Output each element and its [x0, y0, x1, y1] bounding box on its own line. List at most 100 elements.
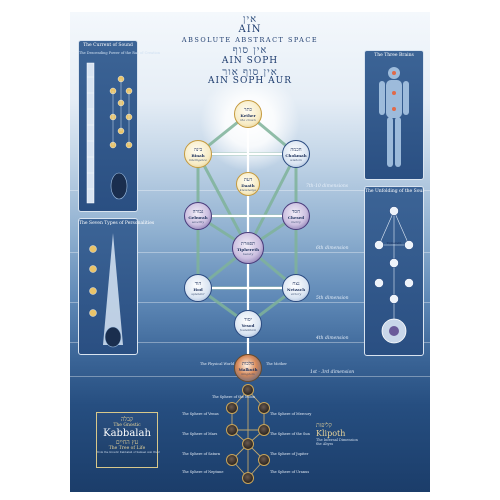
klipoth-node[interactable]: [258, 454, 270, 466]
dimension-line: [70, 342, 430, 343]
sphere-label: The Sphere of Jupiter: [270, 452, 309, 456]
personalities-panel: The Seven Types of Personalities: [78, 218, 155, 355]
ain-soph-aur-title: AIN SOPH AUR: [208, 76, 292, 86]
klipoth-node[interactable]: [242, 472, 254, 484]
binah-node[interactable]: בינה Binah intelligence: [184, 140, 212, 168]
chesed-sub: mercy: [291, 219, 301, 224]
sphere-label: The Sphere of the Moon: [212, 395, 256, 399]
soul-node-label: Tiphereth: [386, 241, 402, 245]
sphere-label: The Sphere of Mercury: [270, 412, 312, 416]
geburah-hebrew: גבורה: [192, 208, 204, 215]
panel-title: The Seven Types of Personalities: [79, 221, 155, 226]
malkuth-hebrew: מלכות: [241, 360, 255, 367]
hod-sub: splendor: [191, 291, 205, 296]
tree-of-life-label: The Tree of Life: [108, 446, 146, 451]
geburah-node[interactable]: גבורה Geburah severity: [184, 202, 212, 230]
tiphereth-hebrew: תפארת: [240, 240, 256, 247]
malkuth-node[interactable]: מלכות Malkuth kingdom: [234, 354, 262, 382]
tree-of-life-hebrew: עץ החיים: [115, 439, 139, 446]
human-figure-diagram: [379, 67, 409, 167]
sphere-label: The Sphere of Neptune: [182, 470, 224, 474]
netzach-node[interactable]: נצח Netzach victory: [282, 274, 310, 302]
kabbalah-poster: אין AIN ABSOLUTE ABSTRACT SPACE אין סוף …: [70, 12, 430, 492]
sphere-label: The Sphere of Mars: [182, 432, 218, 436]
chokmah-sub: wisdom: [290, 157, 302, 162]
ain-hebrew: אין: [242, 14, 258, 25]
klipoth-sub2: the Abyss: [316, 442, 334, 446]
tiphereth-sub: beauty: [242, 251, 254, 256]
daath-name: Daath: [241, 182, 255, 188]
netzach-hebrew: נצח: [292, 280, 300, 287]
ain-title: AIN: [238, 24, 262, 35]
malkuth-sub: kingdom: [241, 371, 255, 376]
dimension-line: [70, 302, 430, 303]
yesod-name: Yesod: [241, 322, 255, 328]
unfolding-soul-panel: The Unfolding of the Soul Tiphereth: [364, 186, 424, 356]
kether-name: Kether: [240, 112, 256, 118]
chokmah-name: Chokmah: [285, 152, 307, 158]
kether-sub: the crown: [240, 117, 256, 122]
dimension-label: 7th-10 dimensions: [306, 184, 349, 189]
sound-ladder-diagram: [86, 62, 133, 204]
chokmah-hebrew: חכמה: [290, 146, 302, 153]
kabbalah-credit: from the Gnostic Kabbalah of Samael Aun …: [97, 451, 160, 454]
dimension-label: 6th dimension: [316, 246, 349, 251]
yesod-hebrew: יסוד: [244, 316, 252, 323]
hod-hebrew: הוד: [194, 280, 202, 287]
chokmah-node[interactable]: חכמה Chokmah wisdom: [282, 140, 310, 168]
ain-soph-title: AIN SOPH: [221, 56, 279, 66]
chesed-name: Chesed: [287, 214, 305, 220]
hod-name: Hod: [193, 286, 203, 292]
panel-title: The Three Brains: [374, 53, 414, 58]
daath-node[interactable]: דעת Daath knowledge: [236, 172, 260, 196]
klipoth-node[interactable]: [258, 402, 270, 414]
gnostic-kabbalah-box: קבלה The Gnostic Kabbalah עץ החיים The T…: [96, 412, 160, 468]
binah-name: Binah: [191, 152, 205, 158]
binah-hebrew: בינה: [193, 146, 203, 153]
ain-soph-aur-hebrew: אין סוף אור: [222, 67, 278, 78]
malkuth-left-label: The Physical World: [200, 362, 235, 366]
klipoth-label: קליפות Klipoth The Infernal Dimension th…: [316, 422, 386, 446]
dimension-label: 1st - 3rd dimension: [310, 370, 355, 375]
sphere-label: The Sphere of the Sun: [270, 432, 310, 436]
chesed-node[interactable]: חסד Chesed mercy: [282, 202, 310, 230]
klipoth-node[interactable]: [242, 384, 254, 396]
klipoth-title: Klipoth: [316, 429, 346, 438]
klipoth-node[interactable]: [242, 438, 254, 450]
netzach-name: Netzach: [286, 286, 306, 292]
current-of-sound-panel: The Current of Sound The Descending Powe…: [78, 40, 161, 212]
daath-hebrew: דעת: [243, 176, 253, 183]
hod-node[interactable]: הוד Hod splendor: [184, 274, 212, 302]
dimension-label: 4th dimension: [316, 336, 349, 341]
kabbalah-title: Kabbalah: [103, 428, 151, 439]
personality-types-diagram: [89, 233, 123, 348]
malkuth-right-label: The Mother: [266, 362, 287, 366]
klipoth-node[interactable]: [226, 424, 238, 436]
panel-title: The Current of Sound: [83, 43, 133, 48]
malkuth-name: Malkuth: [238, 366, 258, 372]
kether-hebrew: כתר: [244, 106, 252, 113]
sphere-label: The Sphere of Uranus: [270, 470, 310, 474]
kabbalah-line1: The Gnostic: [113, 423, 141, 428]
tiphereth-name: Tiphereth: [236, 246, 260, 252]
klipoth-node[interactable]: [226, 454, 238, 466]
absolute-space-title: ABSOLUTE ABSTRACT SPACE: [181, 36, 319, 44]
dimension-label: 5th dimension: [316, 296, 349, 301]
kabbalah-hebrew: קבלה: [120, 416, 134, 423]
daath-sub: knowledge: [239, 187, 257, 192]
chesed-hebrew: חסד: [291, 208, 301, 215]
yesod-node[interactable]: יסוד Yesod foundation: [234, 310, 262, 338]
klipoth-sub1: The Infernal Dimension: [316, 438, 358, 442]
panel-title: The Unfolding of the Soul: [365, 189, 424, 194]
yesod-sub: foundation: [239, 327, 257, 332]
klipoth-node[interactable]: [258, 424, 270, 436]
binah-sub: intelligence: [189, 157, 207, 162]
panel-subtitle: The Descending Power of the Ray of Creat…: [79, 51, 161, 55]
tiphereth-node[interactable]: תפארת Tiphereth beauty: [232, 232, 264, 264]
soul-unfolding-diagram: [374, 206, 414, 344]
klipoth-hebrew: קליפות: [316, 422, 332, 429]
geburah-name: Geburah: [188, 214, 208, 220]
netzach-sub: victory: [290, 291, 302, 296]
kether-node[interactable]: כתר Kether the crown: [234, 100, 262, 128]
klipoth-node[interactable]: [226, 402, 238, 414]
